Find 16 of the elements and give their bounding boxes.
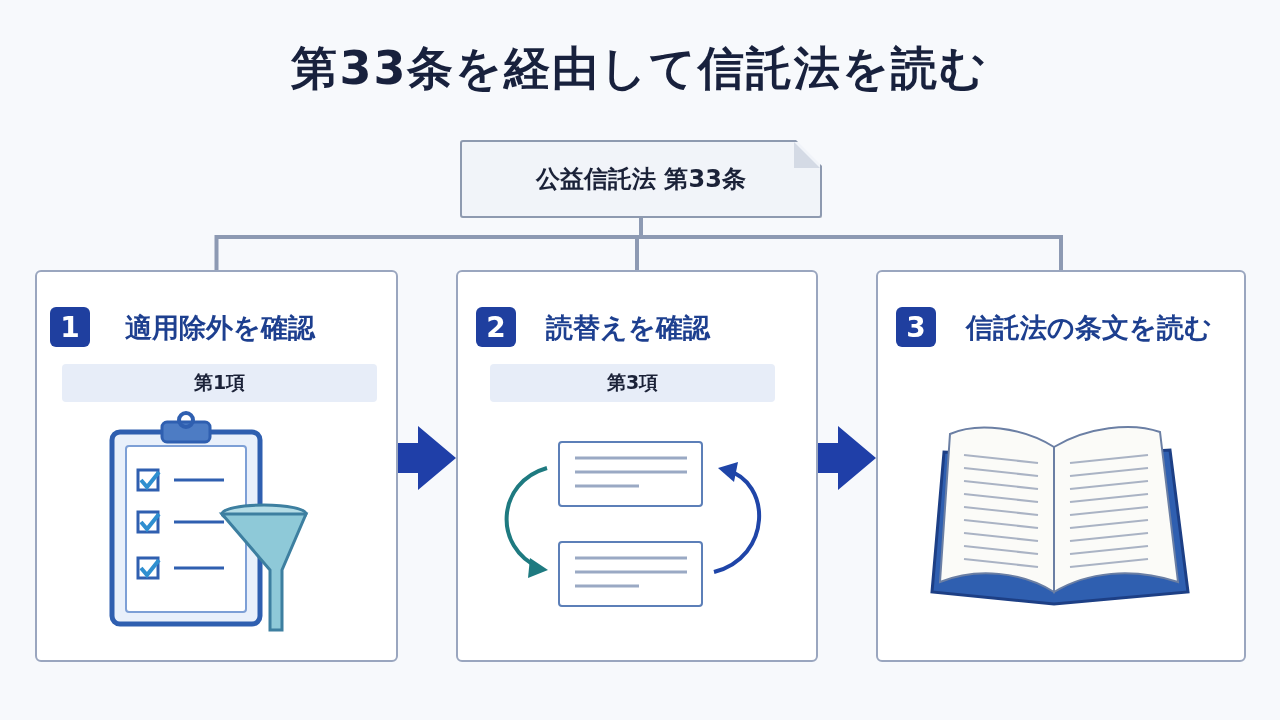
step-heading: 読替えを確認: [546, 311, 710, 345]
section-label-band: 第1項: [62, 364, 377, 402]
step-heading: 適用除外を確認: [125, 311, 315, 345]
block-arrow: [818, 426, 876, 490]
number-badge: 1: [50, 307, 90, 347]
step-heading: 信託法の条文を読む: [966, 311, 1212, 345]
step-panel: [35, 270, 398, 662]
section-label-band: 第3項: [490, 364, 775, 402]
number-badge: 3: [896, 307, 936, 347]
title: 第33条を経由して信託法を読む: [290, 40, 990, 97]
document-box: 公益信託法 第33条: [460, 140, 822, 218]
connector-line: [639, 218, 1063, 270]
step-panel: [876, 270, 1246, 662]
block-arrow: [398, 426, 456, 490]
number-badge: 2: [476, 307, 516, 347]
step-panel: [456, 270, 818, 662]
